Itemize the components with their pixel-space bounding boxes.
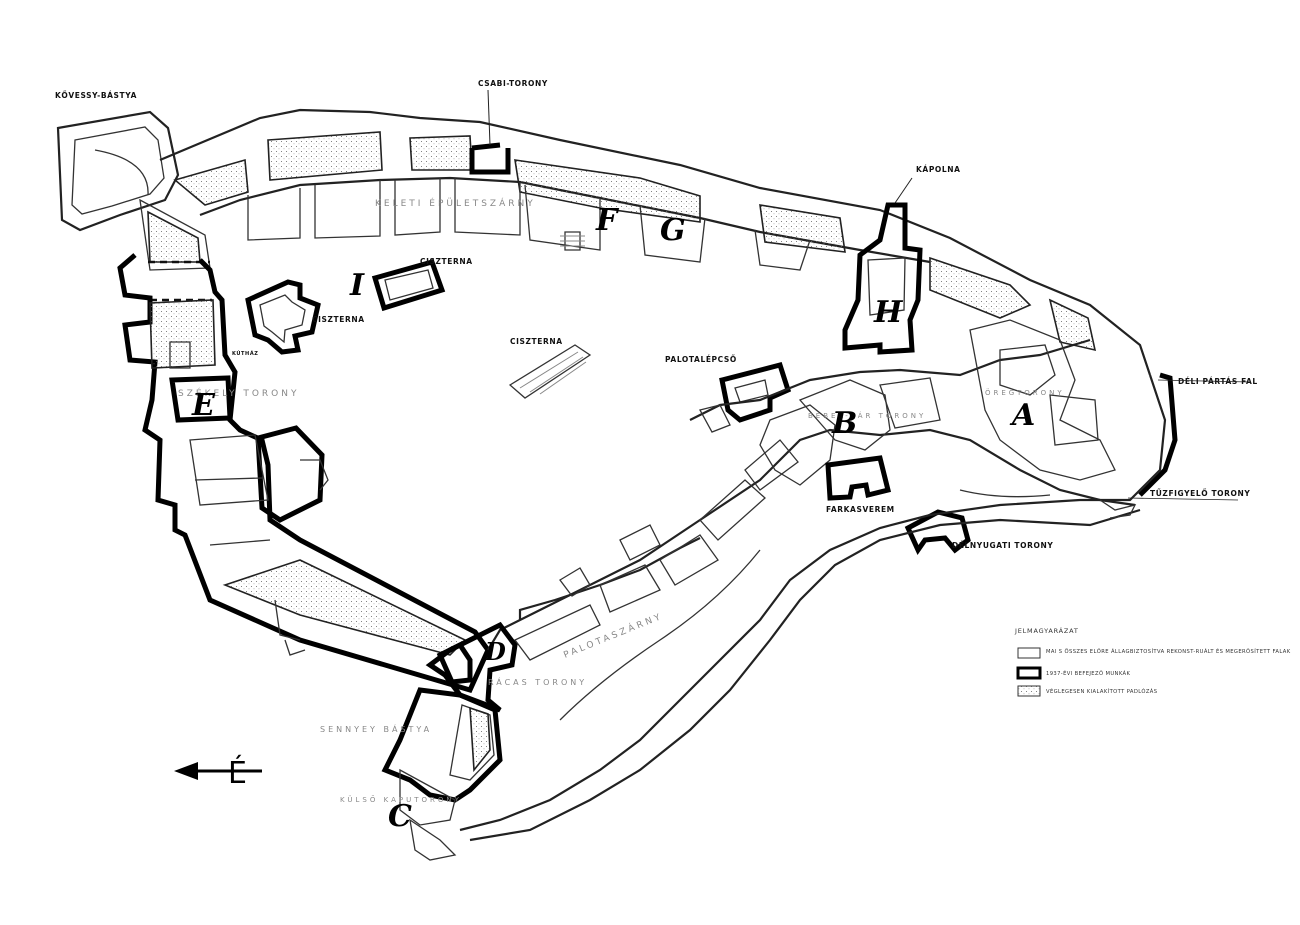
- letter-a: A: [1009, 398, 1035, 433]
- palace-stairs-outline: [719, 361, 792, 423]
- letter-d: D: [484, 637, 506, 666]
- label-oregtorony: ÖREGTORONY: [985, 388, 1065, 397]
- letter-e: E: [191, 388, 216, 423]
- east-wing: [159, 108, 1152, 376]
- south-battlement-wall: [1138, 372, 1178, 497]
- label-kulso: KÜLSŐ KAPUTORONY: [340, 795, 462, 804]
- label-farkasverem: FARKASVEREM: [826, 505, 895, 514]
- letter-g: G: [660, 213, 686, 248]
- legend-swatch-dotted: [1017, 685, 1041, 697]
- label-kovessy: KŐVESSY-BÁSTYA: [55, 91, 137, 100]
- label-sennyey: SENNYEY BÁSTYA: [320, 723, 432, 734]
- label-racas: RÁCAS TORONY: [488, 676, 587, 687]
- legend: JELMAGYARÁZAT MAI S ÖSSZES ELŐRE ÁLLAGBI…: [1014, 626, 1291, 697]
- west-wing: [117, 253, 491, 694]
- north-arrow: É: [174, 755, 262, 791]
- legend-swatch-new: [1016, 666, 1042, 680]
- letter-h: H: [873, 295, 904, 330]
- letter-b: B: [831, 406, 857, 441]
- north-label: É: [228, 755, 247, 791]
- label-ciszterna-3: CISZTERNA: [510, 337, 563, 346]
- label-delnyugati: DÉLNYUGATI TORONY: [952, 541, 1053, 550]
- csabi-tower-outline: [469, 142, 511, 175]
- chapel-outline: [842, 202, 923, 355]
- letter-f: F: [595, 203, 620, 238]
- kovessy-bastion: [56, 110, 211, 271]
- cisterns: [245, 258, 592, 399]
- label-ciszterna-1: CISZTERNA: [420, 257, 473, 266]
- label-palotaszarny: PALOTASZÁRNY: [562, 610, 665, 661]
- outer-walls: [459, 374, 1167, 842]
- label-tuzfigyelo: TŰZFIGYELŐ TORONY: [1150, 489, 1250, 498]
- farkasverem-outline: [825, 455, 892, 501]
- letter-c: C: [388, 799, 412, 834]
- southwest-tower-outline: [904, 509, 971, 556]
- legend-item-3: VÉGLEGESEN KIALAKÍTOTT PADLÓZÁS: [1046, 687, 1157, 695]
- label-kapolna: KÁPOLNA: [916, 165, 961, 174]
- legend-item-2: 1937-ÉVI BEFEJEZŐ MUNKÁK: [1046, 669, 1130, 677]
- label-szekely: SZÉKELY TORONY: [178, 387, 299, 399]
- legend-swatch-old: [1017, 647, 1041, 659]
- legend-title: JELMAGYARÁZAT: [1014, 626, 1079, 635]
- label-ciszterna-2: CISZTERNA: [312, 315, 365, 324]
- letter-i: I: [349, 268, 365, 303]
- label-palotalepcso: PALOTALÉPCSŐ: [665, 355, 737, 364]
- label-csabi: CSABI-TORONY: [478, 79, 548, 88]
- label-bebek: BEBEK-VÁR TORONY: [808, 411, 926, 420]
- gate-complex: [381, 621, 518, 861]
- label-keleti: KELETI ÉPÜLETSZÁRNY: [375, 197, 536, 209]
- label-kuthaz: KÚTHÁZ: [232, 350, 259, 357]
- palace-wing: [487, 319, 1136, 661]
- legend-item-1: MAI S ÖSSZES ELŐRE ÁLLAGBIZTOSÍTVA REKON…: [1046, 647, 1291, 655]
